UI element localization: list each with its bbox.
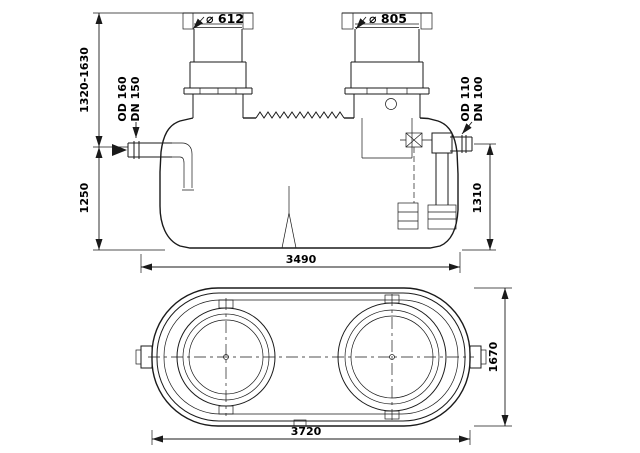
dim-label-outlet-od: OD 110 [459, 76, 472, 122]
right-access-shaft [341, 12, 433, 118]
hinge-tab [384, 410, 400, 420]
dimension-shaft-right-diameter: ⌀ 805 [355, 11, 407, 30]
dimension-height-lower: 1250 [78, 147, 103, 250]
frame-hatch-right [420, 12, 433, 30]
dim-label-shaft-right-diameter: ⌀ 805 [369, 11, 407, 26]
dimension-tank-length: 3490 [140, 252, 461, 273]
tank-body-outline [159, 98, 459, 249]
left-access-shaft [182, 12, 254, 118]
pump-unit [397, 202, 419, 230]
right-manhole-plan [337, 294, 447, 420]
corrugation [255, 111, 345, 119]
dimension-outlet-size: OD 110 DN 100 [459, 76, 485, 135]
dim-label-depth-range: 1320-1630 [78, 47, 91, 113]
dim-label-outlet-dn: DN 100 [472, 76, 485, 121]
frame-hatch-left [341, 12, 354, 30]
outlet-stub-plan [469, 345, 487, 369]
dim-label-overall-length: 3720 [291, 425, 322, 438]
dim-label-tank-length: 3490 [286, 253, 317, 266]
left-manhole-cover [188, 319, 264, 395]
inlet-pipe [112, 141, 194, 191]
dim-label-inlet-dn: DN 150 [129, 76, 142, 121]
separator-insert [361, 118, 413, 159]
sampling-box [427, 204, 457, 230]
dim-label-shaft-left-diameter: ⌀ 612 [206, 11, 244, 26]
outlet-pipe [397, 132, 473, 230]
dim-label-tank-width: 1670 [487, 341, 500, 372]
dimension-shaft-left-diameter: ⌀ 612 [192, 11, 244, 30]
hinge-tab [218, 405, 234, 415]
dimension-overall-length: 3720 [151, 425, 471, 445]
outlet-tee [431, 132, 453, 154]
frame-hatch-left [182, 12, 194, 30]
dimension-inlet-size: OD 160 DN 150 [116, 76, 142, 138]
hinge-tab [218, 299, 234, 309]
dim-label-inlet-od: OD 160 [116, 76, 129, 122]
bottom-tab [293, 419, 307, 427]
side-elevation-view: ⌀ 612 ⌀ 805 1320-1630 1250 OD 160 DN 150… [78, 11, 496, 273]
plan-view: 1670 3720 [135, 287, 512, 445]
flow-direction-arrow [112, 144, 127, 156]
tank-plan-outline [148, 287, 474, 427]
hinge-tab [384, 294, 400, 304]
frame-hatch-right [242, 12, 254, 30]
dim-label-height-lower: 1250 [78, 182, 91, 213]
vent-nozzle [385, 98, 397, 110]
dimension-tank-width: 1670 [474, 287, 512, 427]
dimension-outlet-height: 1310 [462, 143, 496, 251]
right-manhole-cover [350, 315, 434, 399]
dim-label-outlet-height: 1310 [471, 182, 484, 213]
inlet-stub-plan [135, 345, 153, 369]
center-baffle-support [281, 186, 297, 249]
left-manhole-plan [176, 298, 276, 416]
